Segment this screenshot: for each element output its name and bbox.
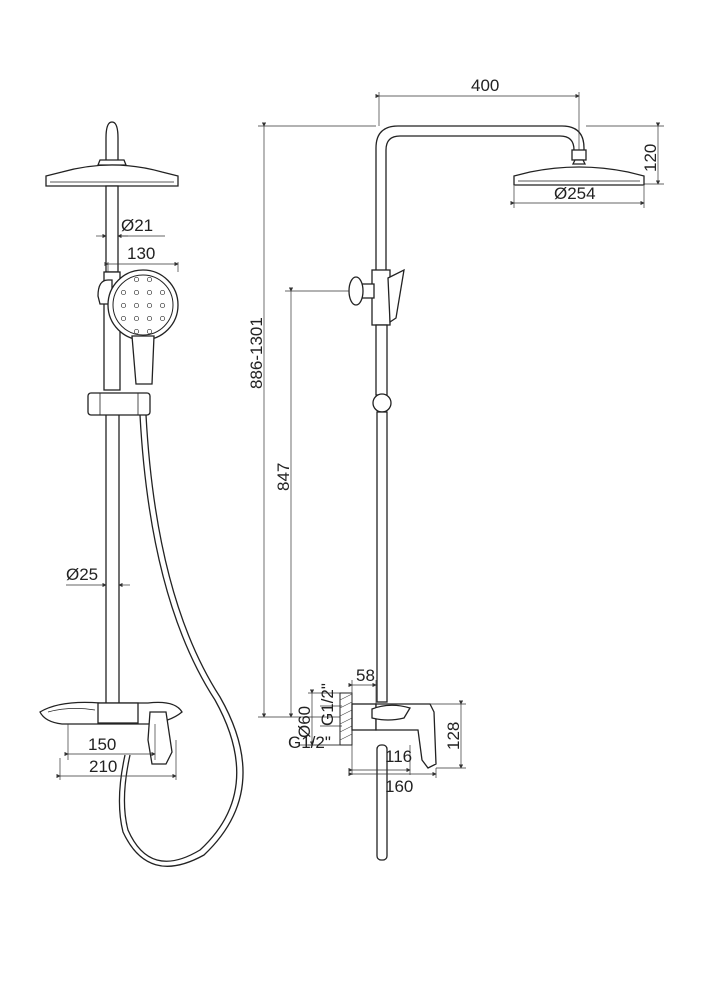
front-overhead-shower-head <box>45 121 179 187</box>
side-dimensions: 400 120 Ø254 886-1301 847 58 Ø60 <box>247 76 664 796</box>
dim-mixer-offset: 58 <box>356 666 375 685</box>
front-mixer-shelf <box>39 701 183 765</box>
side-holder-diverter <box>348 268 405 326</box>
front-slide-holder <box>87 392 151 416</box>
front-dimensions: Ø21 130 Ø25 150 210 <box>56 216 179 780</box>
side-overhead-shower-head <box>513 166 645 186</box>
dim-arm-length: 400 <box>471 76 499 95</box>
front-hand-shower <box>97 269 179 385</box>
side-mixer <box>339 692 437 769</box>
front-view: Ø21 130 Ø25 150 210 <box>39 121 244 867</box>
dim-pipe-top-diameter: Ø21 <box>121 216 153 235</box>
dim-head-height: 120 <box>641 144 660 172</box>
dim-hand-shower-width: 130 <box>127 244 155 263</box>
dim-head-diameter: Ø254 <box>554 184 596 203</box>
dim-holder-height: 847 <box>274 463 293 491</box>
side-view: 400 120 Ø254 886-1301 847 58 Ø60 <box>247 76 664 861</box>
dim-mixer-depth-outer: 160 <box>385 777 413 796</box>
side-riser-arm <box>375 125 587 270</box>
dim-shelf-width-outer: 210 <box>89 757 117 776</box>
dim-pipe-lower-diameter: Ø25 <box>66 565 98 584</box>
dim-mixer-height: 128 <box>444 722 463 750</box>
dim-mixer-depth-inner: 116 <box>385 747 412 766</box>
dim-shelf-width-inner: 150 <box>88 735 116 754</box>
dim-thread-top: G1/2" <box>318 683 337 726</box>
dim-thread-bottom: G1/2" <box>288 733 331 752</box>
dim-total-height: 886-1301 <box>247 317 266 389</box>
front-hose <box>118 414 244 867</box>
dim-inlet-diameter: Ø60 <box>295 706 314 738</box>
